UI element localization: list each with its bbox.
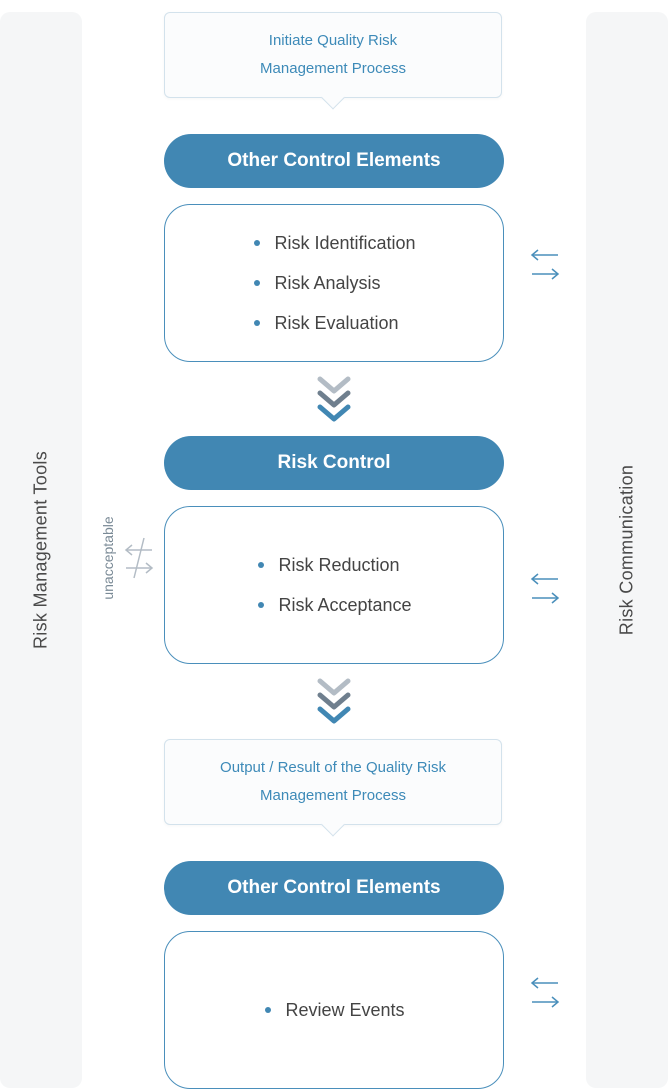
output-callout-line2: Management Process xyxy=(260,787,406,804)
bullet-icon xyxy=(265,1007,272,1013)
item-label: Risk Analysis xyxy=(274,273,381,293)
bullet-icon xyxy=(258,602,265,608)
list-item: Review Events xyxy=(263,990,405,1030)
risk-management-tools-panel: Risk Management Tools xyxy=(0,12,82,1088)
chevron-down-icon xyxy=(317,678,351,724)
initiate-process-callout: Initiate Quality Risk Management Process xyxy=(164,12,502,110)
callout-tail xyxy=(320,812,346,837)
callout-tail xyxy=(320,85,346,110)
other-control-elements-header-bottom: Other Control Elements xyxy=(164,861,504,915)
risk-control-list: Risk Reduction Risk Acceptance xyxy=(256,545,412,625)
risk-communication-label: Risk Communication xyxy=(616,464,637,636)
unacceptable-label: unacceptable xyxy=(100,516,116,600)
risk-communication-panel: Risk Communication xyxy=(586,12,668,1088)
item-label: Risk Reduction xyxy=(278,555,400,575)
item-label: Risk Acceptance xyxy=(278,595,412,615)
assessment-list: Risk Identification Risk Analysis Risk E… xyxy=(252,223,416,343)
bullet-icon xyxy=(254,280,261,286)
output-callout-line1: Output / Result of the Quality Risk xyxy=(220,759,446,776)
list-item: Risk Analysis xyxy=(252,263,415,303)
list-item: Risk Acceptance xyxy=(256,585,412,625)
list-item: Risk Reduction xyxy=(256,545,411,585)
list-item: Risk Evaluation xyxy=(252,303,415,343)
chevron-down-icon xyxy=(317,376,351,422)
output-result-callout: Output / Result of the Quality Risk Mana… xyxy=(164,739,502,837)
bidirectional-arrows-icon xyxy=(530,249,560,280)
unacceptable-loop-arrows-icon xyxy=(124,537,154,579)
bullet-icon xyxy=(258,562,265,568)
item-label: Review Events xyxy=(285,1000,405,1020)
bullet-icon xyxy=(254,240,261,246)
other-control-elements-header: Other Control Elements xyxy=(164,134,504,188)
review-list: Review Events xyxy=(263,990,405,1030)
bullet-icon xyxy=(254,320,261,326)
assessment-box: Risk Identification Risk Analysis Risk E… xyxy=(164,204,504,362)
item-label: Risk Identification xyxy=(274,233,416,253)
initiate-callout-line1: Initiate Quality Risk xyxy=(268,32,398,49)
list-item: Risk Identification xyxy=(252,223,416,263)
item-label: Risk Evaluation xyxy=(274,313,399,333)
review-box: Review Events xyxy=(164,931,504,1089)
initiate-callout-line2: Management Process xyxy=(260,60,406,77)
risk-management-tools-label: Risk Management Tools xyxy=(30,450,51,650)
risk-control-box: Risk Reduction Risk Acceptance xyxy=(164,506,504,664)
bidirectional-arrows-icon xyxy=(530,977,560,1008)
bidirectional-arrows-icon xyxy=(530,573,560,604)
risk-control-header: Risk Control xyxy=(164,436,504,490)
